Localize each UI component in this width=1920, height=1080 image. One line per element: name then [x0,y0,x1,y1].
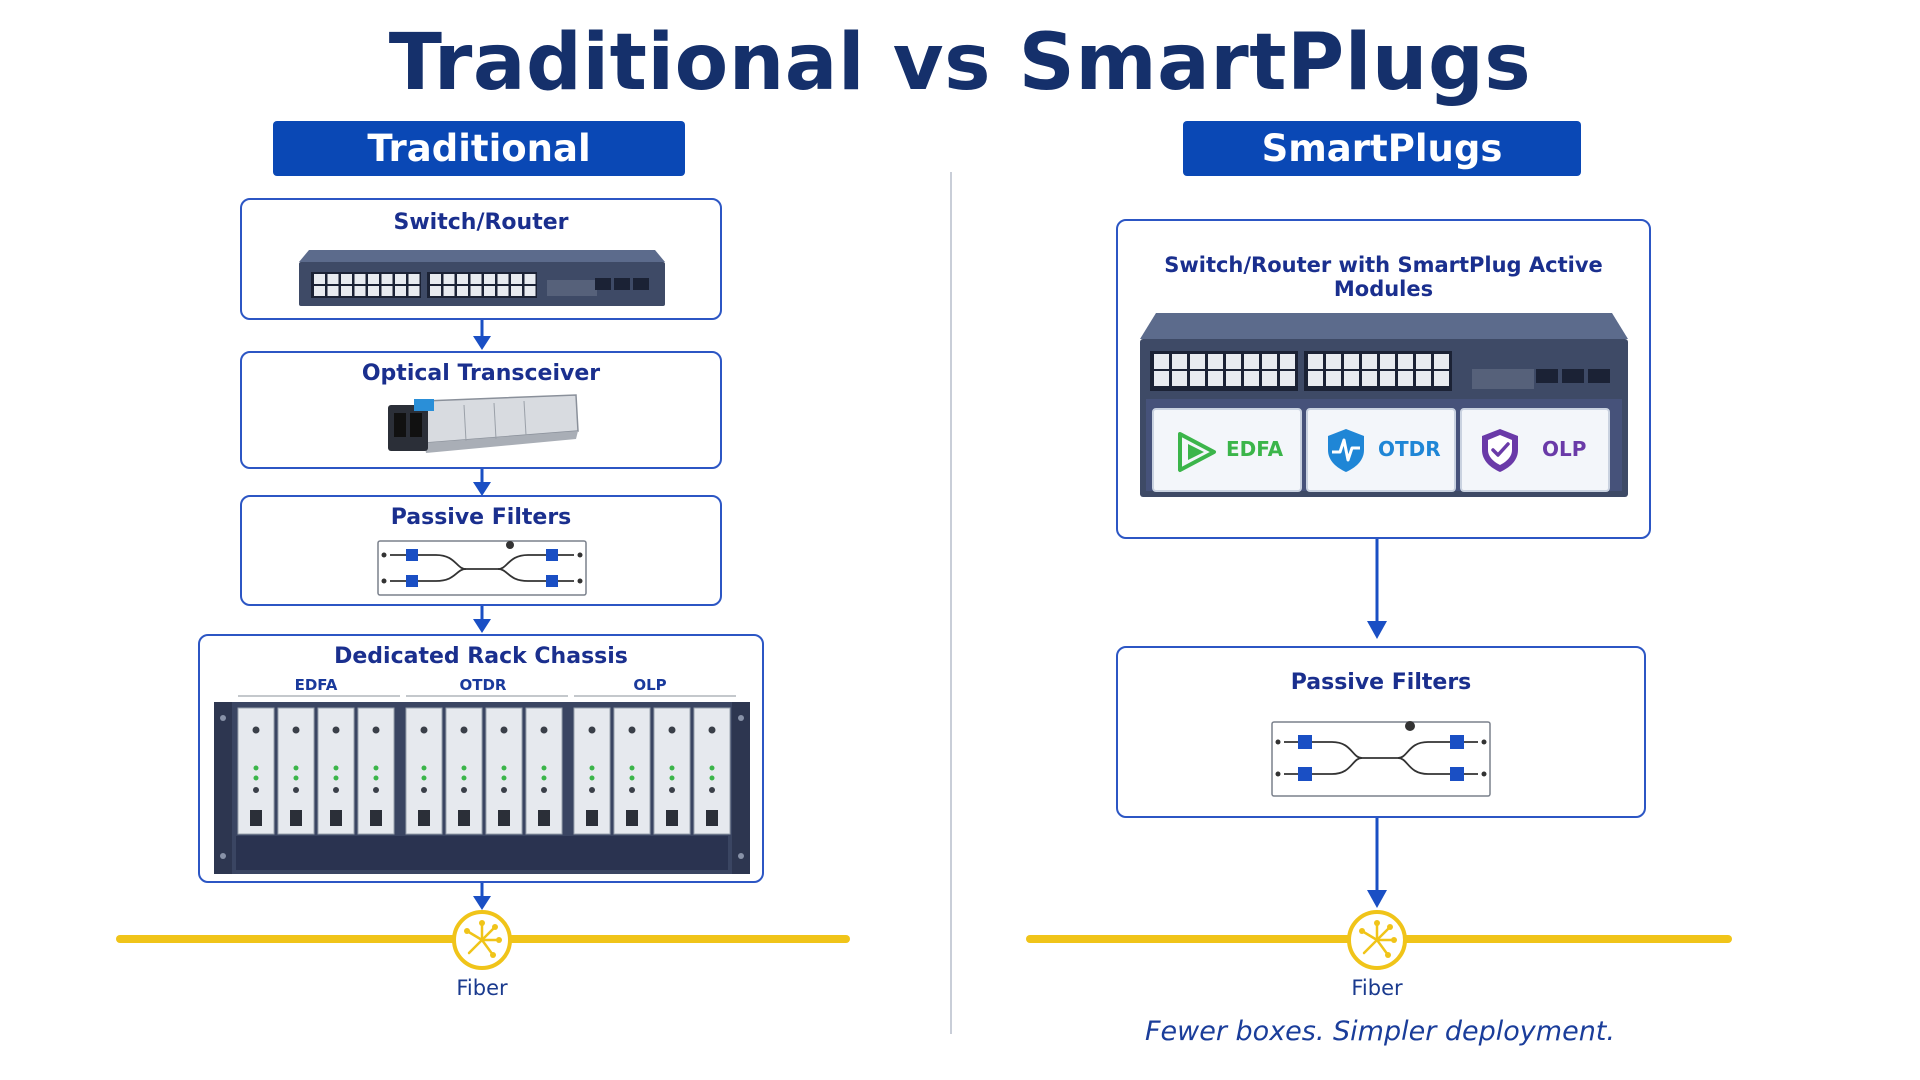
optical-transceiver-icon [388,394,579,453]
rack-chassis-icon [214,695,750,874]
module-otdr-label: OTDR [1378,437,1441,461]
passive-filter-icon [377,540,587,596]
play-triangle-icon [1178,432,1216,472]
switch-router-icon [299,250,665,306]
smartplugs-header: SmartPlugs [1183,121,1581,176]
traditional-filters-label: Passive Filters [390,505,572,530]
traditional-filters-card: Passive Filters [240,495,722,606]
column-divider [950,172,952,1034]
transceiver-label: Optical Transceiver [361,361,601,386]
arrow-down-icon [473,883,491,910]
traditional-header: Traditional [273,121,685,176]
rack-chassis-card: Dedicated Rack Chassis EDFA OTDR OLP [198,634,764,883]
shield-check-icon [1482,429,1518,472]
traditional-fiber-label: Fiber [456,976,508,1000]
transceiver-card: Optical Transceiver [240,351,722,469]
arrow-down-icon [473,469,491,496]
smartplugs-switch-card: Switch/Router with SmartPlug Active Modu… [1116,219,1651,539]
smartplugs-filters-card: Passive Filters [1116,646,1646,818]
arrow-down-icon [1367,818,1387,908]
traditional-switch-label: Switch/Router [393,210,569,235]
arrow-down-icon [473,606,491,633]
traditional-switch-card: Switch/Router [240,198,722,320]
arrow-down-icon [473,320,491,350]
chassis-section-olp: OLP [633,676,667,694]
fiber-icon [452,910,512,970]
smartplug-module-olp: OLP [1460,408,1610,492]
fiber-icon [1347,910,1407,970]
rack-chassis-label: Dedicated Rack Chassis [334,644,628,669]
passive-filter-icon [1271,721,1491,797]
module-olp-label: OLP [1542,437,1587,461]
shield-wave-icon [1328,429,1364,472]
module-edfa-label: EDFA [1226,437,1284,461]
tagline: Fewer boxes. Simpler deployment. [1145,1016,1615,1047]
chassis-section-edfa: EDFA [294,676,338,694]
smartplugs-fiber-label: Fiber [1351,976,1403,1000]
smartplugs-filters-label: Passive Filters [1290,670,1472,695]
page-title: Traditional vs SmartPlugs [388,18,1532,108]
smartplugs-switch-label: Switch/Router with SmartPlug Active Modu… [1164,253,1603,301]
smartplug-module-otdr: OTDR [1306,408,1456,492]
chassis-section-otdr: OTDR [459,676,507,694]
arrow-down-icon [1367,539,1387,639]
smartplug-module-edfa: EDFA [1152,408,1302,492]
